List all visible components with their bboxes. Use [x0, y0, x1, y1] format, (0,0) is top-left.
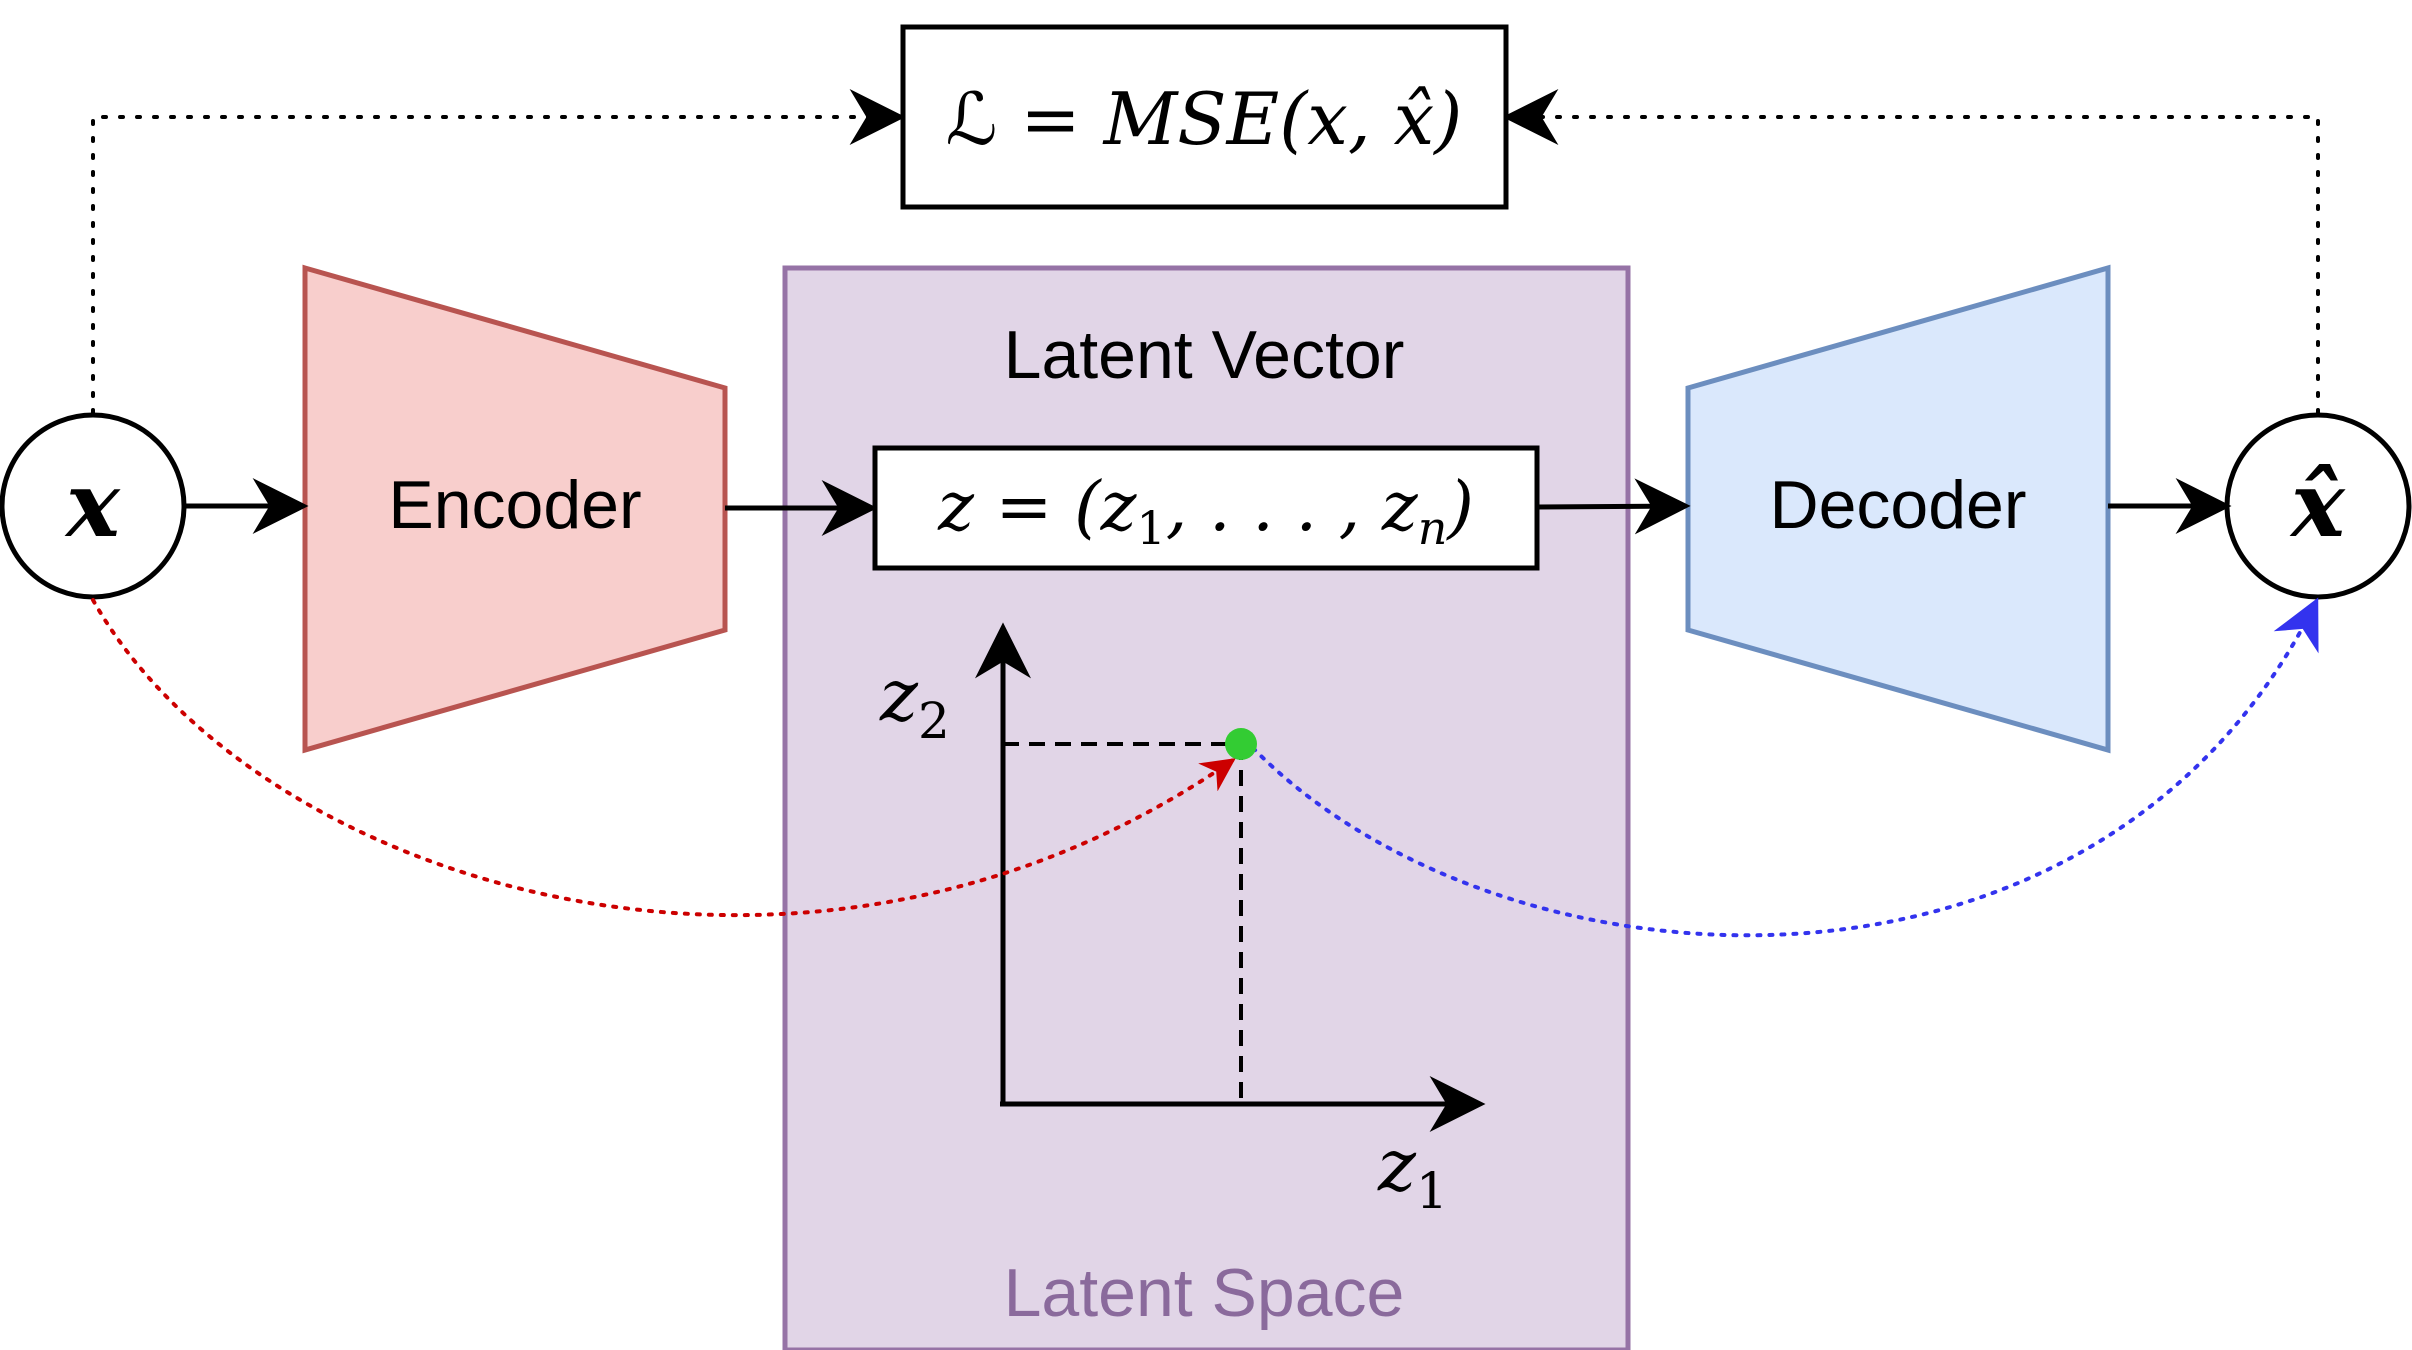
y-axis-sub: 2 [918, 692, 950, 750]
input-to-loss-path [91, 89, 906, 415]
x-axis-var: z [1377, 1123, 1417, 1207]
latent-point [1225, 728, 1257, 760]
latent-vector-equation: z = (z1, . . . , zn) [937, 468, 1474, 555]
latent-space-box [782, 265, 1631, 1350]
latent-eq-lhs: z = (z [937, 468, 1138, 547]
decoder-label: Decoder [1769, 467, 2026, 543]
latent-vector-box [872, 445, 1540, 571]
output-to-loss-path [1502, 89, 2320, 415]
x-axis-label: z1 [1377, 1123, 1448, 1220]
loss-symbol: ℒ [946, 77, 998, 161]
latent-eq-sub1: 1 [1136, 501, 1165, 555]
latent-vector-title: Latent Vector [1004, 317, 1405, 393]
loss-box [900, 24, 1509, 210]
latent-space-label: Latent Space [1004, 1255, 1405, 1331]
y-axis-var: z [879, 653, 919, 737]
input-node-symbol: x [64, 452, 121, 558]
output-node-symbol: x̂ [2289, 452, 2346, 558]
encoder-block [302, 264, 728, 754]
loss-formula: ℒ = MSE(x, x̂) [946, 77, 1463, 161]
latent-eq-subn: n [1418, 501, 1448, 555]
x-axis-sub: 1 [1416, 1162, 1448, 1220]
y-axis-label: z2 [879, 653, 950, 750]
loss-expression: = MSE(x, x̂) [997, 77, 1462, 161]
decode-mapping-path [1251, 597, 2319, 938]
encoder-label: Encoder [388, 467, 641, 543]
latent-to-decoder-arrow [1537, 478, 1691, 535]
latent-eq-rhs: ) [1445, 468, 1474, 547]
latent-eq-mid: , . . . , z [1166, 468, 1419, 547]
decoder-block [1685, 264, 2111, 754]
